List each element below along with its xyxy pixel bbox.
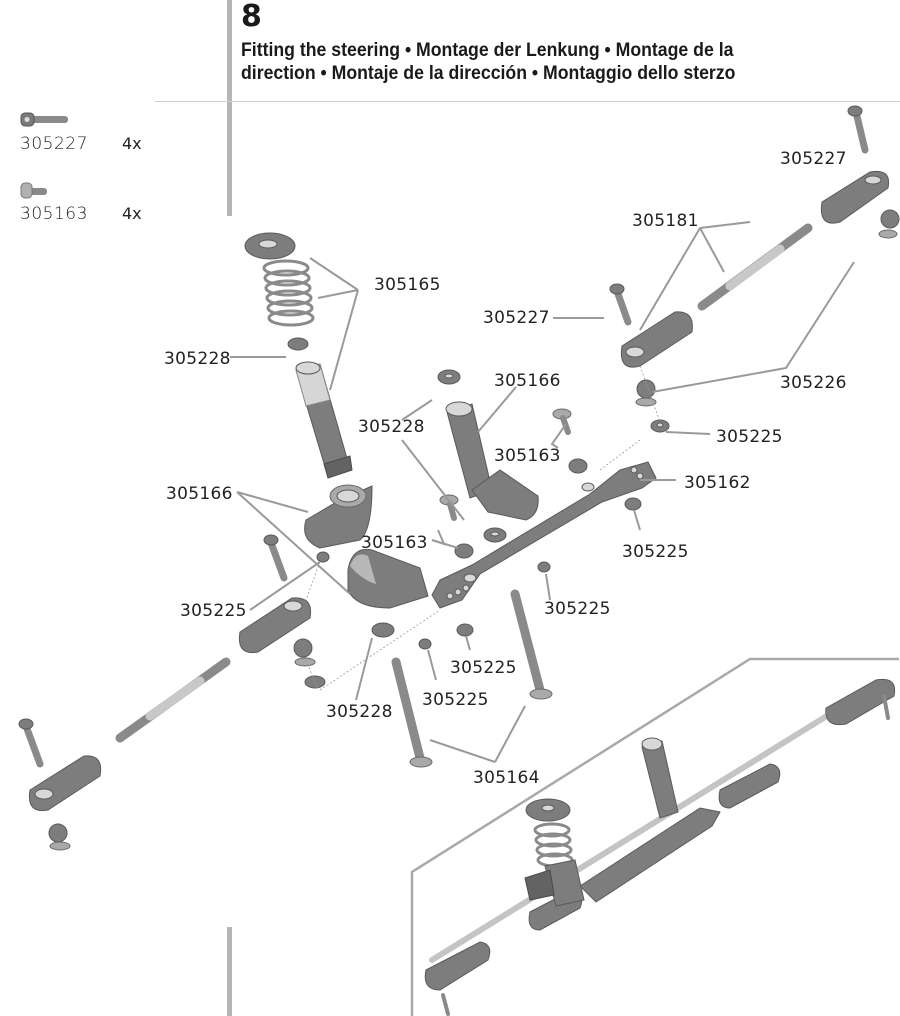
right-inner-screw bbox=[609, 283, 632, 326]
left-outer-rod-end bbox=[28, 755, 102, 812]
right-inner-rod-end bbox=[620, 311, 693, 368]
callout-305225: 305225 bbox=[716, 427, 783, 447]
drag-link bbox=[431, 461, 657, 609]
assembly-guide bbox=[305, 561, 321, 601]
inset-spring-post bbox=[524, 798, 585, 907]
inset-centre-post bbox=[641, 737, 679, 819]
step-number: 8 bbox=[241, 0, 263, 34]
left-nut bbox=[304, 675, 326, 689]
right-turnbuckle bbox=[697, 223, 813, 311]
callout-305163: 305163 bbox=[361, 533, 428, 553]
cap-screw-icon bbox=[20, 112, 68, 127]
inset-tie-rod bbox=[429, 711, 833, 963]
left-inner-screw bbox=[263, 534, 288, 582]
part-quantity: 4x bbox=[122, 134, 142, 153]
spring-washer bbox=[287, 337, 309, 351]
left-outer-screw bbox=[18, 718, 44, 768]
header-rule bbox=[155, 101, 900, 102]
assembly-guide bbox=[305, 659, 319, 691]
callout-305225: 305225 bbox=[544, 599, 611, 619]
assembled-view-inset bbox=[410, 657, 899, 1016]
inset-drag-link bbox=[579, 807, 721, 903]
callout-305181: 305181 bbox=[632, 211, 699, 231]
part-quantity: 4x bbox=[122, 204, 142, 223]
assembly-guide bbox=[639, 365, 661, 423]
centre-washer bbox=[483, 527, 507, 543]
parts-list-item: 305227 4x bbox=[18, 110, 158, 180]
callout-305228: 305228 bbox=[326, 702, 393, 722]
callout-305228: 305228 bbox=[358, 417, 425, 437]
callout-305162: 305162 bbox=[684, 473, 751, 493]
lower-shoulder-screw bbox=[439, 494, 459, 521]
callout-305225: 305225 bbox=[622, 542, 689, 562]
right-top-screw bbox=[847, 105, 869, 154]
left-inner-ball bbox=[293, 638, 316, 667]
assembly-guide bbox=[319, 609, 441, 691]
step-title: Fitting the steering • Montage der Lenku… bbox=[241, 39, 846, 85]
margin-bar-bottom bbox=[227, 927, 232, 1016]
lower-bushing bbox=[454, 543, 474, 559]
callout-305166: 305166 bbox=[166, 484, 233, 504]
inset-frame bbox=[410, 657, 899, 1016]
upper-bushing bbox=[568, 458, 588, 474]
margin-bar-top bbox=[227, 0, 232, 216]
bottom-washer bbox=[371, 622, 395, 638]
pivot-pin-left bbox=[391, 657, 433, 768]
nut-left bbox=[316, 551, 330, 563]
callout-305165: 305165 bbox=[374, 275, 441, 295]
step-title-line-1: Fitting the steering • Montage der Lenku… bbox=[241, 40, 734, 61]
left-turnbuckle bbox=[115, 657, 231, 743]
right-inner-ball bbox=[635, 379, 657, 407]
right-outer-ball bbox=[878, 209, 900, 239]
assembly-guide bbox=[599, 439, 641, 471]
callout-305164: 305164 bbox=[473, 768, 540, 788]
callout-305166: 305166 bbox=[494, 371, 561, 391]
nut-right bbox=[624, 497, 642, 511]
spring bbox=[262, 259, 315, 327]
pivot-pin-right bbox=[510, 589, 553, 700]
step-title-line-2: direction • Montaje de la dirección • Mo… bbox=[241, 63, 736, 84]
left-bellcrank-top bbox=[304, 484, 373, 549]
steering-post bbox=[295, 361, 353, 479]
callout-305163: 305163 bbox=[494, 446, 561, 466]
nut-centre bbox=[537, 561, 551, 573]
callout-305226: 305226 bbox=[780, 373, 847, 393]
left-outer-ball bbox=[48, 823, 71, 851]
right-nut bbox=[650, 419, 670, 433]
callout-305225: 305225 bbox=[422, 690, 489, 710]
callout-305228: 305228 bbox=[164, 349, 231, 369]
nut-bottom-2 bbox=[418, 638, 432, 650]
part-code: 305227 bbox=[20, 134, 88, 154]
part-code: 305163 bbox=[20, 204, 88, 224]
nut-bottom-1 bbox=[456, 623, 474, 637]
callout-305227: 305227 bbox=[780, 149, 847, 169]
left-bellcrank-bottom bbox=[347, 548, 429, 609]
centre-post-washer bbox=[437, 369, 461, 385]
left-inner-rod-end bbox=[238, 597, 312, 654]
parts-list-item: 305163 4x bbox=[18, 180, 158, 250]
leader-lines bbox=[230, 221, 855, 763]
callout-305225: 305225 bbox=[180, 601, 247, 621]
parts-list: 305227 4x 305163 4x bbox=[18, 110, 158, 250]
callout-305225: 305225 bbox=[450, 658, 517, 678]
callout-305227: 305227 bbox=[483, 308, 550, 328]
spring-collar bbox=[244, 232, 296, 260]
shoulder-screw-icon bbox=[20, 182, 47, 199]
right-outer-rod-end bbox=[820, 170, 890, 224]
centre-post bbox=[445, 401, 539, 521]
